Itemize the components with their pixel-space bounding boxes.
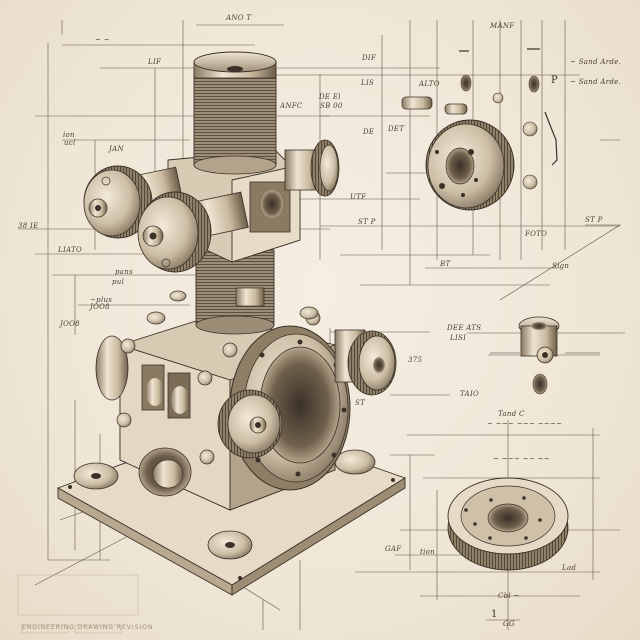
side-gears bbox=[83, 165, 249, 273]
label-tr-e: DET bbox=[388, 125, 405, 133]
label-br-d: Cbl ~ bbox=[498, 592, 520, 600]
label-tr-note1: ~ Sand Arde. bbox=[570, 58, 622, 66]
label-br-g: GAF bbox=[385, 545, 402, 553]
label-left-g: pul bbox=[112, 278, 125, 286]
label-tr-f: ST P bbox=[585, 216, 603, 224]
label-tr-c: ALTO bbox=[419, 80, 440, 88]
label-br-a: Tand C bbox=[498, 410, 525, 418]
bushing-detail bbox=[490, 316, 600, 395]
label-mid-c: UTF bbox=[350, 193, 367, 201]
label-top-left-b: ~ ~ bbox=[95, 36, 110, 44]
flange-detail bbox=[401, 48, 558, 211]
coil-column-upper bbox=[193, 51, 277, 175]
label-mid-d: ST P bbox=[358, 218, 376, 226]
label-coil-right: ANFC bbox=[280, 102, 303, 110]
title-block-text: ENGINEERING DRAWING REVISION bbox=[22, 624, 154, 631]
label-tr-b: LIS bbox=[361, 79, 375, 87]
label-mid-a: DE El bbox=[319, 93, 341, 101]
label-left-j: JOO8 bbox=[60, 320, 80, 328]
main-flange bbox=[217, 325, 397, 491]
label-br-f: 1 bbox=[491, 609, 498, 620]
label-mr-e: ST bbox=[355, 399, 366, 407]
label-left-e: LIATO bbox=[58, 246, 82, 254]
label-tr-head: MANF bbox=[490, 22, 515, 30]
title-block-frame bbox=[17, 574, 139, 634]
label-tr-p: P bbox=[551, 75, 559, 86]
label-left-c: ucl bbox=[64, 139, 76, 147]
label-top-left-a: LIF bbox=[148, 58, 162, 66]
label-mr-d: TAIO bbox=[460, 390, 480, 398]
label-left-d: 38 IE bbox=[18, 222, 39, 230]
label-tr-g: FOTO bbox=[525, 230, 548, 238]
label-top-dim: ANO T bbox=[226, 14, 252, 22]
label-br-i: Lad bbox=[562, 564, 577, 572]
label-mr-c: 375 bbox=[408, 356, 423, 364]
label-left-f: ~plus bbox=[90, 296, 113, 304]
label-left-b: ion bbox=[63, 131, 75, 139]
label-left-a: JAN bbox=[109, 145, 124, 153]
label-br-h: tion bbox=[420, 548, 435, 556]
ring-gear-detail bbox=[447, 477, 569, 571]
label-mr-b: LISI bbox=[450, 334, 467, 342]
label-tr-i: Sign bbox=[552, 262, 570, 270]
label-tr-h: BT bbox=[440, 260, 451, 268]
label-br-b: ~ ~~~ ~~~ ~~~~ bbox=[487, 420, 563, 428]
label-br-e: GG bbox=[503, 620, 515, 628]
label-mid-b: SB 00 bbox=[320, 102, 343, 110]
label-tr-d: DE bbox=[363, 128, 375, 136]
label-left-i: pans bbox=[115, 268, 133, 276]
label-mr-a: DEE ATS bbox=[447, 324, 482, 332]
label-left-h: JOO8 bbox=[90, 303, 110, 311]
label-tr-note2: ~ Sand Arde. bbox=[570, 78, 622, 86]
label-tr-a: DIF bbox=[362, 54, 377, 62]
coil-column-lower bbox=[195, 249, 275, 335]
label-br-c: ~ ~~~ ~~ ~~ bbox=[493, 455, 550, 463]
